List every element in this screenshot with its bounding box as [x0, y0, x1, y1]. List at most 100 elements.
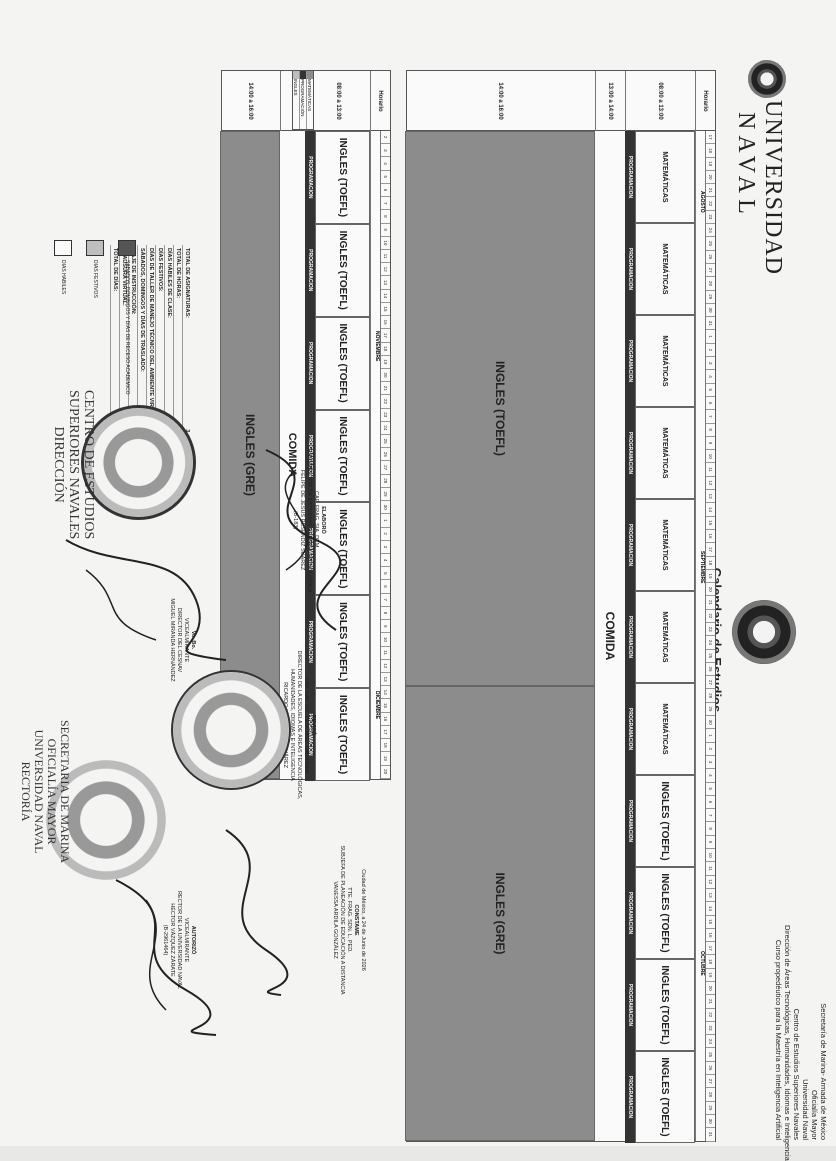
stamp-line: SECRETARIA DE MARINA — [58, 720, 72, 864]
subject-block: MATEMÁTICAS — [635, 315, 695, 407]
subject-block: INGLES (TOEFL) — [635, 1051, 695, 1143]
slot-afternoon: 14:00 a 16:00 — [497, 82, 503, 120]
official-seal-icon — [81, 405, 196, 520]
legend-text: PROGRAMACIÓN — [300, 79, 306, 117]
lunch-band: COMIDA — [595, 131, 625, 1141]
subject-legend-item: PROGRAMACIÓN — [299, 71, 306, 129]
day-cell: 8 — [381, 606, 390, 621]
day-cell: 12 — [381, 659, 390, 673]
slot-lunch: 13:00 a 14:00 — [595, 71, 625, 131]
programacion-strip: PROGRAMACION — [305, 223, 315, 317]
day-cell: 13 — [381, 672, 390, 687]
day-cell: 13 — [381, 276, 390, 290]
subject-legend-item: MATEMÁTICAS — [306, 71, 313, 129]
day-cell: 30 — [706, 1114, 715, 1129]
day-cell: 30 — [381, 501, 390, 515]
day-cell: 7 — [706, 809, 715, 823]
summary-label: DÍAS FESTIVOS: — [155, 245, 165, 427]
day-cell: 11 — [381, 249, 390, 264]
afternoon-gre-block: INGLES (GRE) — [405, 686, 595, 1141]
day-cell: 24 — [706, 1035, 715, 1049]
day-cell: 5 — [381, 170, 390, 184]
legend-label: DIAS HABILES — [60, 260, 66, 295]
day-cell: 2 — [381, 527, 390, 541]
subject-block: INGLES (TOEFL) — [315, 223, 370, 317]
sig-line: CAP. NAV. CG. DEM. MSC. MAMPHIM — [303, 677, 309, 773]
day-cell: 31 — [706, 1128, 715, 1142]
day-cell: 24 — [381, 421, 390, 436]
day-cell: 4 — [381, 157, 390, 171]
day-cell: 23 — [381, 408, 390, 422]
day-cell: 19 — [381, 752, 390, 766]
sig-label: REVISÓ — [310, 714, 316, 736]
slot-morning: 08:00 a 13:00 — [625, 71, 695, 131]
day-cell: 16 — [381, 712, 390, 726]
handwritten-signature-icon — [115, 879, 217, 1036]
month-label: SEPTIEMBRE — [699, 551, 705, 584]
day-cell: 3 — [706, 357, 715, 371]
month-label: OCTUBRE — [699, 951, 705, 976]
day-cell: 19 — [706, 157, 715, 171]
day-cell: 11 — [706, 463, 715, 477]
stamp-line: SUPERIORES NAVALES — [66, 390, 81, 540]
summary-label: SÁBADOS, DOMINGOS Y DÍAS DE TRASLADO: — [137, 245, 147, 427]
day-cell: 2 — [706, 343, 715, 358]
summary-label: DÍAS DE TALLER DE MANEJO TÉCNICO DEL AMB… — [146, 245, 156, 427]
header-line: Dirección de Áreas Tecnológicas, Humanid… — [783, 925, 792, 1161]
day-cell: 6 — [381, 183, 390, 198]
day-cell: 16 — [706, 529, 715, 544]
legend-label: DIAS FESTIVOS — [92, 260, 98, 298]
month-label: DICIEMBRE — [374, 691, 380, 720]
stamp-line: CENTRO DE ESTUDIOS — [81, 390, 96, 540]
programacion-strip: PROGRAMACION — [305, 131, 315, 224]
subject-block: MATEMÁTICAS — [635, 223, 695, 315]
day-cell: 14 — [706, 503, 715, 517]
day-cell: 16 — [381, 316, 390, 330]
month-row: NOVIEMBRE DICIEMBRE — [370, 131, 380, 779]
day-cell: 18 — [706, 955, 715, 969]
day-cell: 22 — [381, 395, 390, 409]
day-cell: 12 — [706, 476, 715, 491]
day-cell: 23 — [706, 1021, 715, 1036]
day-cell: 4 — [706, 769, 715, 783]
subject-block: INGLES (TOEFL) — [315, 131, 370, 224]
day-cell: 26 — [381, 448, 390, 462]
day-cell: 27 — [706, 1075, 715, 1089]
programacion-strip: PROGRAMACION — [625, 867, 635, 959]
day-cell: 18 — [706, 556, 715, 570]
day-cell: 29 — [706, 1101, 715, 1115]
slot-afternoon: 14:00 a 16:00 — [247, 82, 253, 120]
day-cell: 30 — [706, 303, 715, 318]
hour-column: Horario 08:00 a 13:00 13:00 a 14:00 14:0… — [407, 71, 715, 131]
horario-label: Horario — [370, 71, 390, 131]
day-cell: 17 — [381, 329, 390, 343]
day-cell: 23 — [706, 622, 715, 637]
day-cell: 14 — [381, 289, 390, 303]
constame-signature: Ciudad de México, a 24 de Junio de 2026 … — [331, 820, 366, 1020]
day-cell: 20 — [706, 170, 715, 185]
sig-line: DIRECTOR DE LA ESCUELA DE ÁREAS TECNOLÓG… — [296, 650, 302, 800]
day-cell: 2 — [706, 742, 715, 756]
day-cell: 24 — [706, 224, 715, 238]
day-cell: 29 — [381, 487, 390, 502]
official-seal-icon — [171, 670, 291, 790]
day-cell: 27 — [706, 676, 715, 690]
summary-label: TOTAL DE HORAS: — [173, 245, 183, 427]
day-cell: 22 — [706, 1008, 715, 1022]
subject-block: INGLES (TOEFL) — [315, 688, 370, 781]
day-cell: 3 — [706, 755, 715, 770]
day-cell: 10 — [381, 633, 390, 647]
month-label: AGOSTO — [699, 191, 705, 213]
programacion-strip: PROGRAMACION — [625, 499, 635, 591]
subject-block: INGLES (TOEFL) — [635, 867, 695, 959]
day-cell: 19 — [706, 968, 715, 982]
day-cell: 18 — [381, 342, 390, 356]
subject-block: INGLES (TOEFL) — [635, 775, 695, 867]
month-label: NOVIEMBRE — [374, 331, 380, 362]
day-cell: 9 — [381, 223, 390, 237]
day-cell: 2 — [381, 131, 390, 145]
day-cell: 15 — [706, 915, 715, 929]
day-cell: 6 — [706, 795, 715, 810]
